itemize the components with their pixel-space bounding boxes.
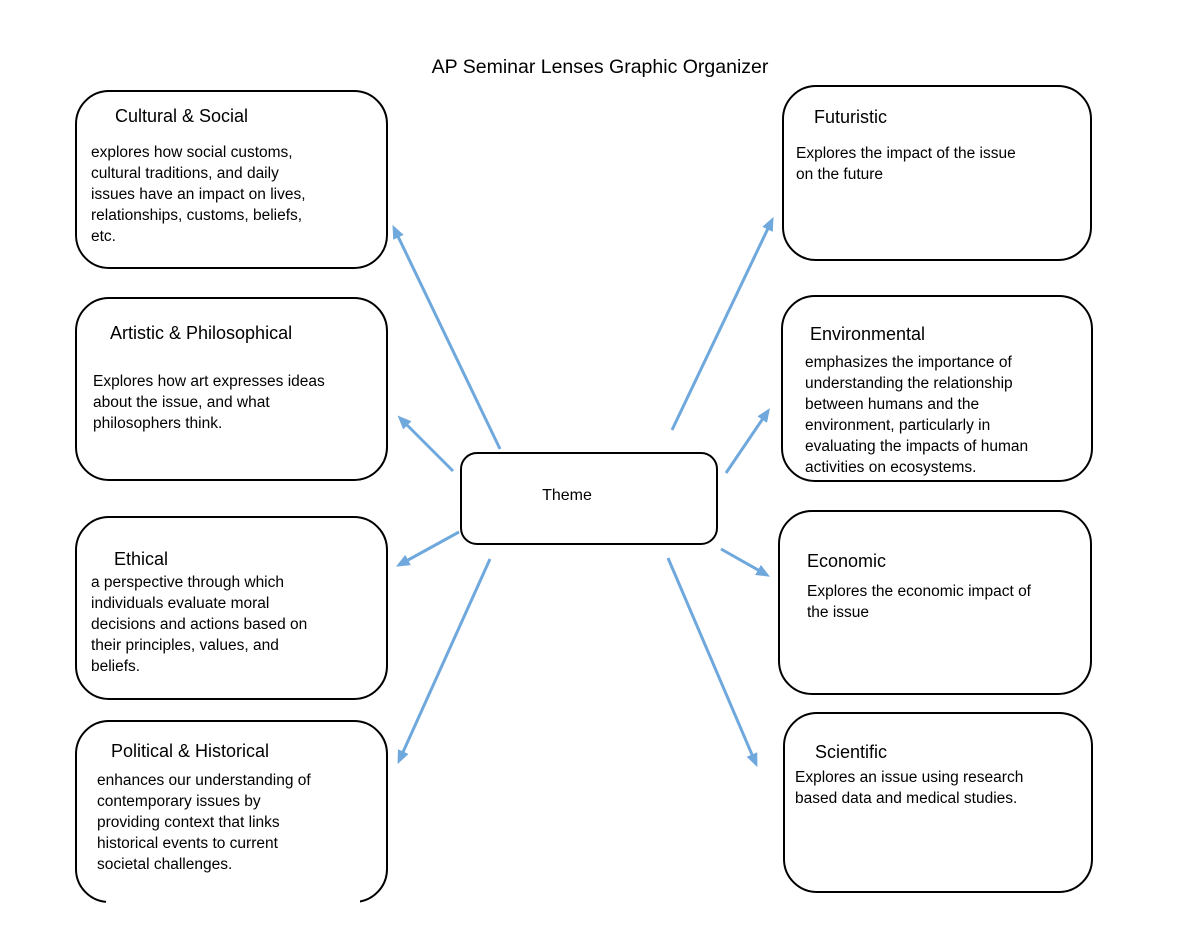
lens-description: Explores an issue using research based d… <box>795 769 1024 807</box>
arrow-theme-to-futuristic <box>670 216 774 431</box>
lens-box-political-historical: Political & Historical enhances our unde… <box>75 720 388 903</box>
political-box-missing-bottom-edge <box>106 899 360 908</box>
lens-title: Cultural & Social <box>115 106 249 126</box>
lens-title: Environmental <box>810 324 926 344</box>
lens-title: Ethical <box>114 549 169 569</box>
lens-box-economic: Economic Explores the economic impact of… <box>778 510 1092 695</box>
lens-box-ethical: Ethical a perspective through which indi… <box>75 516 388 700</box>
lens-title: Artistic & Philosophical <box>110 323 293 343</box>
lens-description: Explores the impact of the issue on the … <box>796 145 1016 183</box>
lens-title: Economic <box>807 551 887 571</box>
lens-title: Futuristic <box>814 107 888 127</box>
lens-title: Political & Historical <box>111 741 270 761</box>
arrow-theme-to-environmental <box>724 408 770 474</box>
lens-description: emphasizes the importance of understandi… <box>805 354 1029 476</box>
lens-title: Scientific <box>815 742 888 762</box>
lens-box-scientific: Scientific Explores an issue using resea… <box>783 712 1093 893</box>
lens-description: Explores the economic impact of the issu… <box>807 583 1031 621</box>
arrow-theme-to-scientific <box>666 557 758 768</box>
lens-description: enhances our understanding of contempora… <box>97 772 311 873</box>
theme-label: Theme <box>542 486 592 504</box>
arrow-theme-to-political-historical <box>397 558 492 765</box>
lens-description: Explores how art expresses ideas about t… <box>93 373 325 432</box>
lens-box-futuristic: Futuristic Explores the impact of the is… <box>782 85 1092 261</box>
lens-box-environmental: Environmental emphasizes the importance … <box>781 295 1093 482</box>
lens-box-cultural-social: Cultural & Social explores how social cu… <box>75 90 388 269</box>
arrow-theme-to-artistic-philosophical <box>397 415 455 473</box>
lens-description: a perspective through which individuals … <box>91 574 308 675</box>
lens-description: explores how social customs, cultural tr… <box>91 144 306 245</box>
theme-box: Theme <box>460 452 718 545</box>
arrow-theme-to-economic <box>720 547 771 577</box>
lens-box-artistic-philosophical: Artistic & Philosophical Explores how ar… <box>75 297 388 481</box>
arrow-theme-to-cultural-social <box>392 224 502 450</box>
diagram-title: AP Seminar Lenses Graphic Organizer <box>431 56 769 78</box>
arrow-theme-to-ethical <box>395 530 460 567</box>
